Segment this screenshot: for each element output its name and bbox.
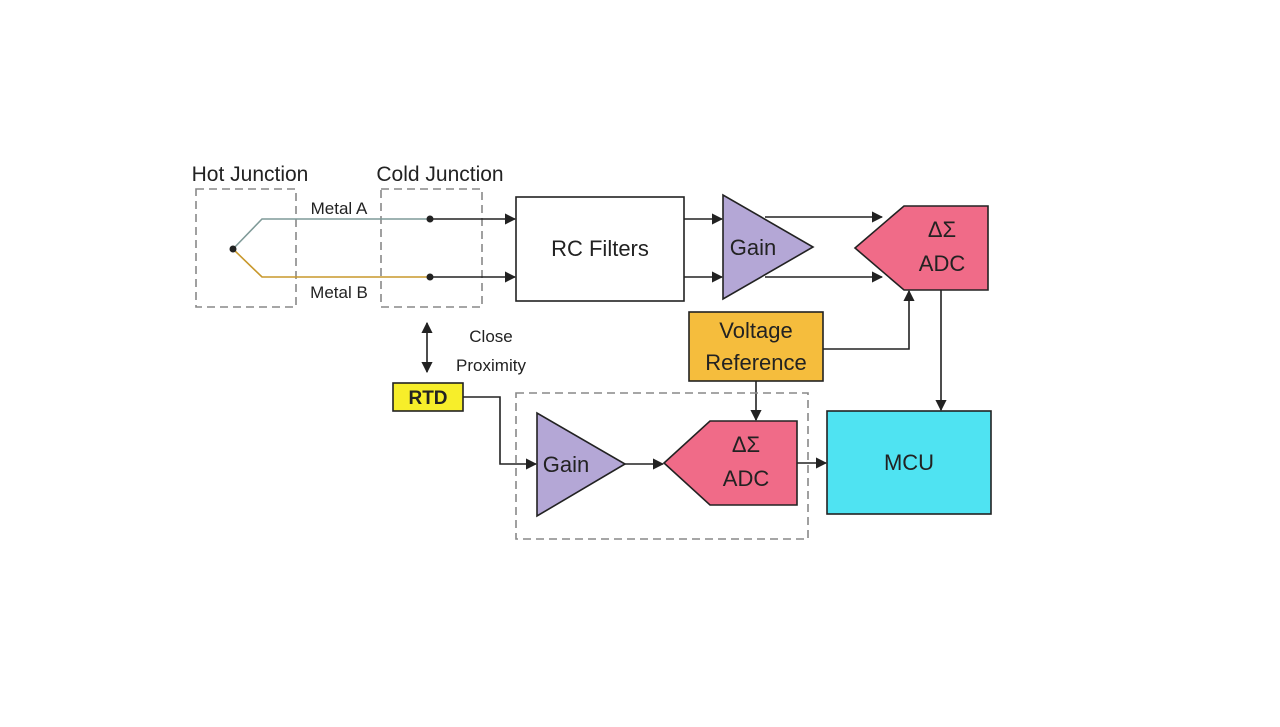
metal-b-wire (232, 248, 430, 278)
voltage-reference-line2: Reference (705, 350, 807, 375)
metal-a-label: Metal A (311, 199, 368, 218)
rc-filters-block (515, 196, 685, 302)
adc-bottom-block (662, 420, 798, 506)
voltage-reference-block (688, 311, 824, 382)
rtd-measurement-group (515, 392, 809, 540)
gain-bottom-label: Gain (543, 452, 589, 477)
rc-filters-label: RC Filters (551, 236, 649, 261)
hot-junction-node (229, 245, 237, 253)
rtd-to-gain (463, 396, 538, 470)
mcu-label: MCU (884, 450, 934, 475)
mcu-block (826, 410, 992, 515)
gain-top-label: Gain (730, 235, 776, 260)
voltage-reference-line1: Voltage (719, 318, 792, 343)
adc-top-block (853, 205, 989, 291)
proximity-label: Proximity (456, 356, 526, 375)
hot-junction-label: Hot Junction (192, 163, 309, 186)
metal-a-wire (232, 218, 430, 250)
cold-junction-label: Cold Junction (376, 163, 503, 186)
adc-bottom-symbol: ΔΣ (732, 432, 760, 457)
metal-b-label: Metal B (310, 283, 368, 302)
gain-amplifier-top (722, 193, 815, 301)
close-label: Close (469, 327, 512, 346)
rtd-label: RTD (408, 388, 447, 409)
gain-amplifier-bottom (536, 411, 627, 518)
adc-top-label: ADC (919, 251, 966, 276)
vref-to-adc-top (823, 289, 915, 350)
adc-top-symbol: ΔΣ (928, 217, 956, 242)
rtd-block (392, 382, 464, 412)
cold-junction-box (380, 188, 483, 308)
hot-junction-box (195, 188, 297, 308)
adc-bottom-label: ADC (723, 466, 770, 491)
